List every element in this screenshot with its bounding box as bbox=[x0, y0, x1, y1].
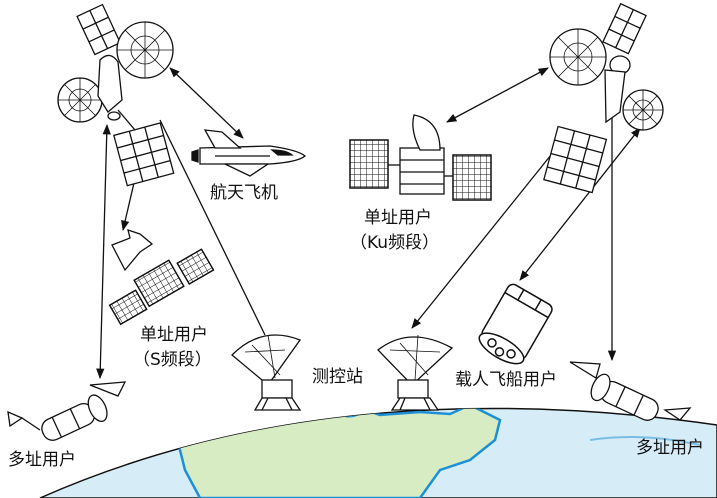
link-left-sat-shuttle bbox=[169, 67, 244, 139]
manned-spacecraft bbox=[478, 283, 553, 365]
ground-station-right bbox=[377, 334, 454, 411]
multi-access-user-left bbox=[7, 381, 127, 441]
links bbox=[96, 67, 641, 380]
relay-satellite-left bbox=[57, 3, 175, 187]
label-s-user-line1: 单址用户 bbox=[140, 325, 208, 345]
label-multi-user-left: 多址用户 bbox=[8, 450, 76, 470]
multi-access-user-right bbox=[569, 361, 692, 421]
link-right-sat-manned bbox=[519, 127, 641, 281]
ground-station-left bbox=[231, 334, 302, 411]
label-shuttle: 航天飞机 bbox=[210, 183, 278, 203]
label-ground-station: 测控站 bbox=[312, 367, 363, 387]
s-band-user-satellite bbox=[108, 229, 215, 326]
label-s-user-line2: （S频段） bbox=[133, 350, 212, 370]
link-right-sat-ku-user bbox=[446, 67, 549, 123]
ku-band-user-satellite bbox=[349, 114, 492, 201]
link-left-sat-station bbox=[159, 119, 266, 336]
link-left-sat-multi-user bbox=[96, 123, 111, 380]
space-shuttle bbox=[191, 129, 306, 177]
label-ku-user-line2: （Ku频段） bbox=[350, 233, 440, 253]
earth bbox=[39, 407, 717, 498]
label-multi-user-right: 多址用户 bbox=[636, 438, 704, 458]
relay-satellite-right bbox=[543, 2, 664, 194]
label-ku-user-line1: 单址用户 bbox=[364, 208, 432, 228]
label-manned-spacecraft-user: 载人飞船用户 bbox=[455, 370, 557, 390]
